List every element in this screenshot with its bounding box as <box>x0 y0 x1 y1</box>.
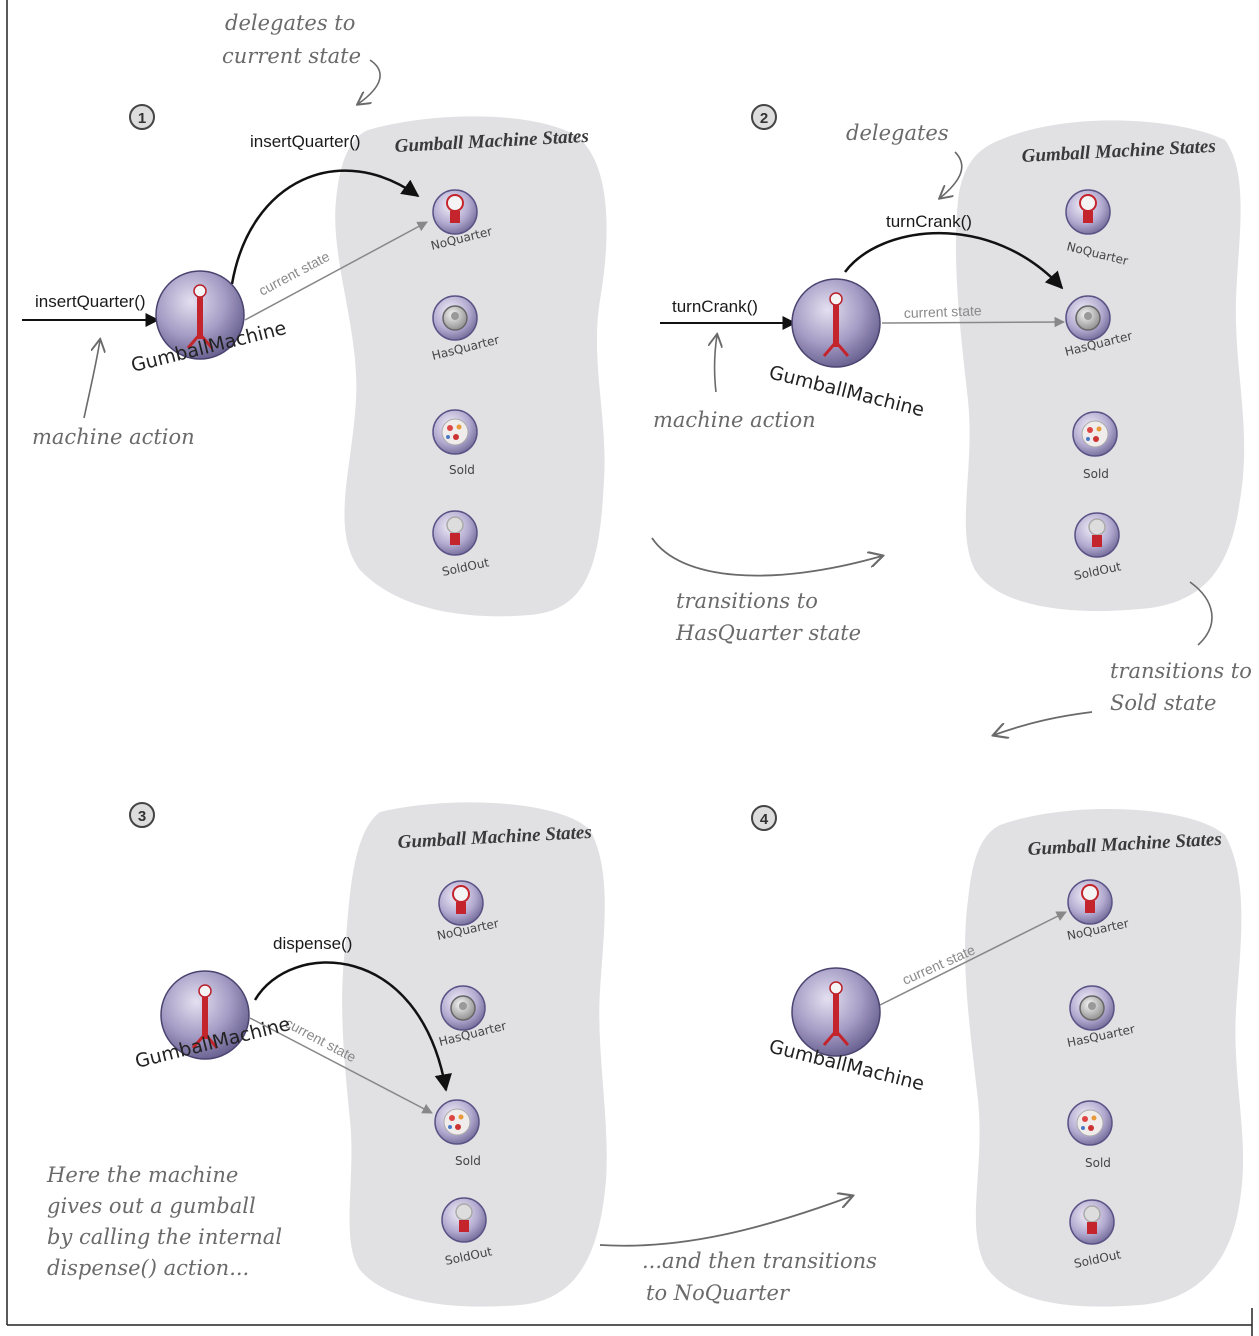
note-delegates: delegates <box>846 121 949 145</box>
current-state-label: current state <box>904 302 983 321</box>
state-soldout: SoldOut <box>1073 513 1123 583</box>
gumball-machine: GumballMachine <box>767 968 927 1095</box>
hand-arrow <box>358 60 380 104</box>
hand-arrow <box>994 712 1092 735</box>
gumball-icon <box>442 419 468 445</box>
transition-note: ...and then transitions <box>642 1249 877 1273</box>
quarter-icon <box>443 306 467 330</box>
transition-3: ...and then transitions to NoQuarter <box>600 1196 877 1305</box>
svg-text:1: 1 <box>138 110 146 127</box>
gumball-machine: GumballMachine <box>767 279 927 421</box>
hand-arrow <box>940 152 962 198</box>
panel-2: Gumball Machine States 2 delegates turnC… <box>653 105 1244 611</box>
svg-text:3: 3 <box>138 808 146 825</box>
hand-arrow <box>600 1196 852 1246</box>
note-delegates-2: current state <box>222 44 361 68</box>
note-machine-action: machine action <box>653 408 816 432</box>
svg-text:2: 2 <box>760 110 768 127</box>
delegate-label: insertQuarter() <box>250 132 361 151</box>
gumball-icon <box>444 1109 470 1135</box>
circle-number: 2 <box>752 105 776 129</box>
state-label: Sold <box>1085 1156 1111 1170</box>
state-label: Sold <box>455 1154 481 1168</box>
transition-note: HasQuarter state <box>675 621 861 645</box>
panel-1: Gumball Machine States 1 delegates to cu… <box>22 11 607 616</box>
transition-note: transitions to <box>676 589 818 613</box>
hand-arrow <box>715 335 717 392</box>
note-delegates: delegates to <box>225 11 355 35</box>
panel-3: Gumball Machine States 3 dispense() curr… <box>46 802 607 1306</box>
transition-1: transitions to HasQuarter state <box>652 538 882 645</box>
gumball-icon <box>1082 421 1108 447</box>
circle-number: 4 <box>752 806 776 830</box>
hand-arrow <box>652 538 882 576</box>
gumball-icon <box>1077 1110 1103 1136</box>
panel-4: Gumball Machine States 4 current state G… <box>752 806 1243 1307</box>
quarter-icon <box>1076 306 1100 330</box>
circle-number: 1 <box>130 105 154 129</box>
note-dispense: by calling the internal <box>47 1225 282 1249</box>
transition-note: to NoQuarter <box>646 1281 791 1305</box>
state-label: Sold <box>1083 467 1109 481</box>
gumball-machine: GumballMachine <box>133 971 293 1073</box>
delegate-label: turnCrank() <box>886 212 972 231</box>
note-dispense: dispense() action... <box>47 1256 249 1280</box>
svg-text:4: 4 <box>760 811 769 828</box>
hand-arrow <box>84 340 100 418</box>
note-dispense: gives out a gumball <box>47 1194 256 1218</box>
quarter-icon <box>1080 996 1104 1020</box>
circle-number: 3 <box>130 803 154 827</box>
delegate-label: dispense() <box>273 934 352 953</box>
quarter-icon <box>451 996 475 1020</box>
action-label: insertQuarter() <box>35 292 146 311</box>
current-state-label: current state <box>256 248 332 299</box>
action-label: turnCrank() <box>672 297 758 316</box>
current-state-arrow <box>882 322 1064 323</box>
note-machine-action: machine action <box>32 425 195 449</box>
state-label: Sold <box>449 463 475 477</box>
note-dispense: Here the machine <box>46 1163 238 1187</box>
transition-note: transitions to <box>1110 659 1252 683</box>
transition-note: Sold state <box>1110 691 1216 715</box>
